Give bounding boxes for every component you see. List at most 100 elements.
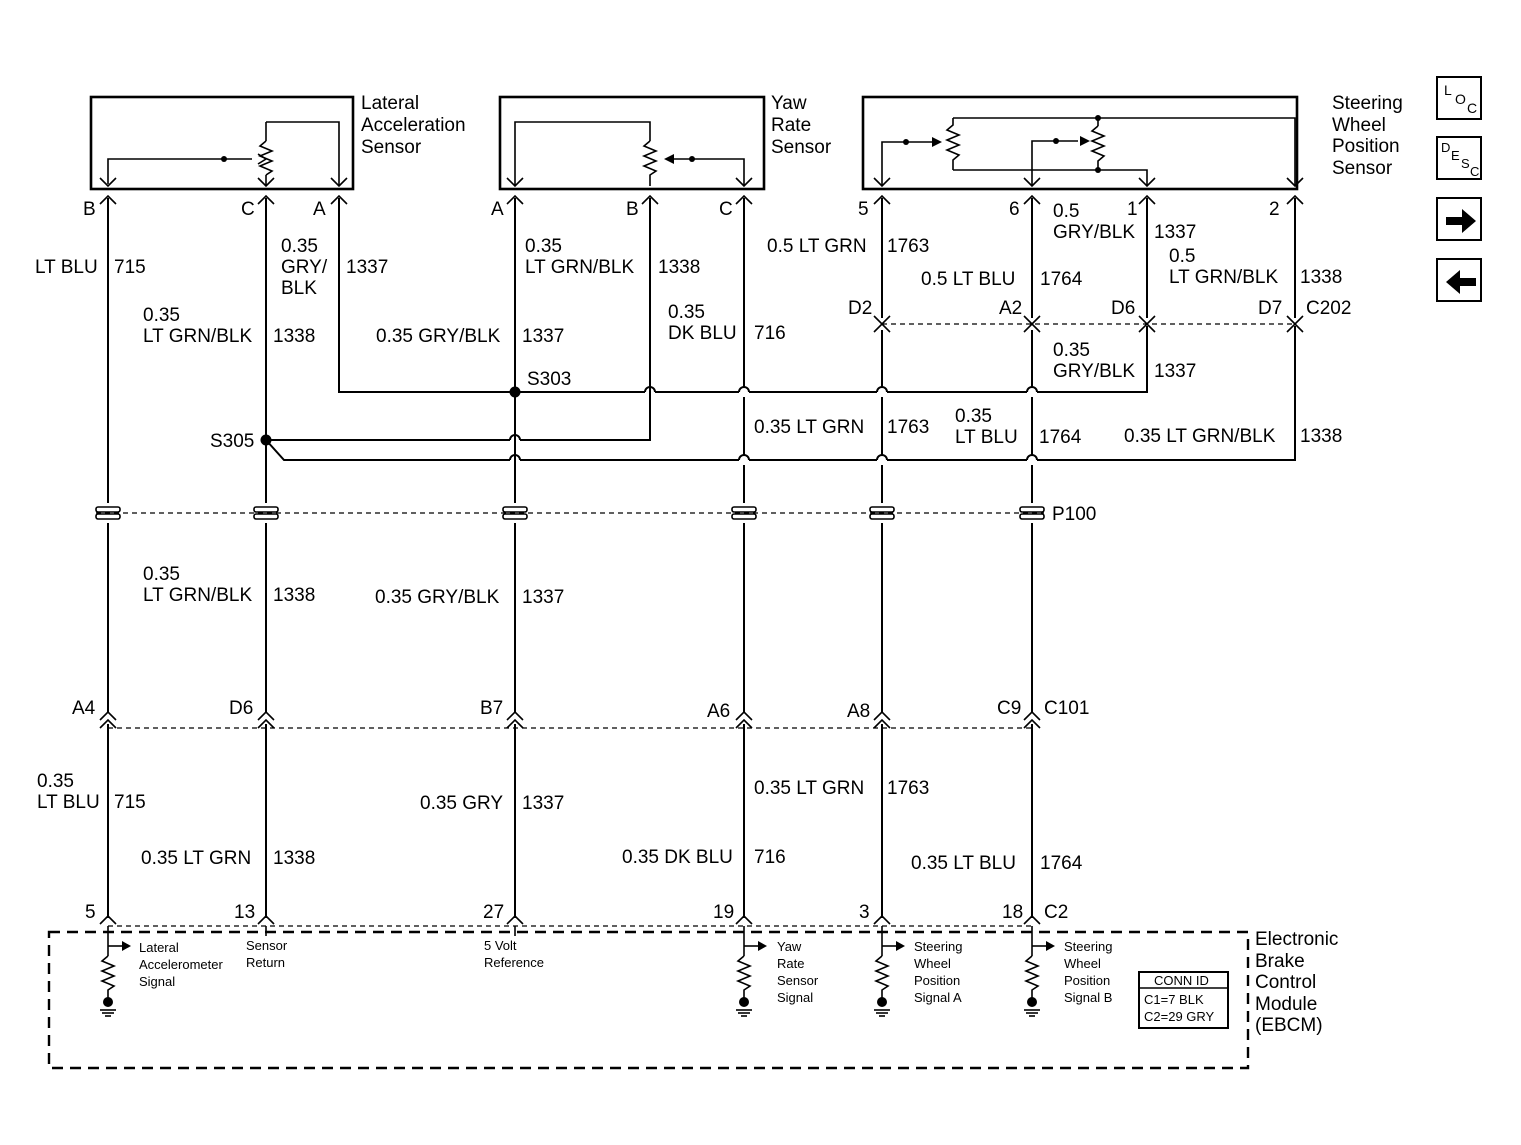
circuit-number-label: 1338 [273, 848, 315, 869]
connector-pin-label: 3 [859, 902, 870, 923]
junction-dot [221, 156, 227, 162]
wire-color-label: 0.35 LT GRN [141, 848, 251, 869]
connector-pin-label: D2 [848, 298, 872, 319]
connector-pin-label: D6 [1111, 298, 1135, 319]
connector-pin-label: A6 [707, 701, 730, 722]
wire-color-label: 0.5 LT BLU [921, 269, 1015, 290]
sensor-terminals [99, 194, 1304, 205]
wire-color-label: LT BLU [37, 792, 100, 813]
circuit-description: Accelerometer [139, 957, 223, 972]
conn-id-row: C2=29 GRY [1144, 1009, 1215, 1024]
conn-id-row: C1=7 BLK [1144, 992, 1204, 1007]
pin-label: A [491, 199, 504, 220]
svg-text:C: C [1467, 100, 1477, 116]
circuit-number-label: 1338 [1300, 267, 1342, 288]
wire-color-label: LT GRN/BLK [143, 326, 252, 347]
previous-button[interactable] [1436, 258, 1482, 302]
circuit-description: Signal [777, 990, 813, 1005]
svg-text:D: D [1441, 140, 1450, 155]
component-label: Position [1332, 136, 1400, 157]
wire-gauge-label: 0.35 [143, 564, 180, 585]
left-arrow-icon [1446, 270, 1476, 294]
connector-pin-label: 5 [85, 902, 96, 923]
connector-name: C101 [1044, 698, 1089, 719]
component-label: Rate [771, 115, 811, 136]
wire-labels-middle: 0.35 LT GRN/BLK 1338 0.35 GRY/BLK 1337 [143, 564, 564, 608]
circuit-number-label: 1337 [1154, 222, 1196, 243]
wires [107, 198, 1296, 918]
circuit-description: Steering [1064, 939, 1112, 954]
wire-gauge-label: 0.35 [37, 771, 74, 792]
wire-gauge-label: 0.5 [1169, 246, 1195, 267]
circuit-number-label: 1764 [1040, 269, 1083, 290]
wire-labels-lower: 0.35 LT BLU 715 0.35 LT GRN 1338 0.35 GR… [37, 771, 1083, 874]
connector-name: C2 [1044, 902, 1068, 923]
wire-color-label: GRY/BLK [1053, 222, 1135, 243]
wire-color-label: LT GRN/BLK [525, 257, 634, 278]
component-label: Sensor [1332, 158, 1393, 179]
wire-color-label: GRY/ [281, 257, 328, 278]
circuit-number-label: 1337 [1154, 361, 1196, 382]
connector-pin-label: D7 [1258, 298, 1282, 319]
pin-label: B [626, 199, 639, 220]
circuit-number-label: 1337 [522, 587, 564, 608]
pin-label: 6 [1009, 199, 1020, 220]
wire-gauge-label: 0.35 [955, 406, 992, 427]
circuit-description: Signal A [914, 990, 962, 1005]
circuit-description: Reference [484, 955, 544, 970]
wire-color-label: 0.5 LT GRN [767, 236, 867, 257]
svg-text:L: L [1444, 82, 1452, 98]
pin-label: C [719, 199, 733, 220]
circuit-description: Steering [914, 939, 962, 954]
circuit-description: Lateral [139, 940, 179, 955]
component-label: (EBCM) [1255, 1015, 1323, 1036]
description-button[interactable]: D E S C [1436, 136, 1482, 180]
circuit-description: Yaw [777, 939, 802, 954]
circuit-number-label: 1338 [273, 326, 315, 347]
svg-text:E: E [1451, 148, 1460, 163]
component-label: Sensor [361, 137, 422, 158]
lat-signal-circuit [99, 926, 131, 1017]
component-label: Module [1255, 994, 1317, 1015]
svg-text:S: S [1461, 156, 1470, 171]
component-label: Yaw [771, 93, 807, 114]
connector-pin-label: C9 [997, 698, 1021, 719]
connector-c2: 5 13 27 19 3 18 C2 [85, 902, 1068, 927]
splice-label: S305 [210, 431, 254, 452]
circuit-number-label: 1337 [522, 793, 564, 814]
wire-gauge-label: 0.5 [1053, 201, 1079, 222]
connector-pin-label: A4 [72, 698, 96, 719]
pin-label: 5 [858, 199, 869, 220]
connector-name: P100 [1052, 504, 1096, 525]
wire-labels-upper: LT BLU 715 0.35 LT GRN/BLK 1338 0.35 GRY… [35, 201, 1342, 448]
circuit-number-label: 1763 [887, 236, 929, 257]
wire-color-label: GRY/BLK [1053, 361, 1135, 382]
wire-gauge-label: 0.35 [143, 305, 180, 326]
wire-color-label: LT BLU [955, 427, 1018, 448]
circuit-number-label: 1337 [346, 257, 388, 278]
circuit-description: Wheel [1064, 956, 1101, 971]
circuit-description: Wheel [914, 956, 951, 971]
connector-pin-label: 13 [234, 902, 255, 923]
connector-pin-label: D6 [229, 698, 253, 719]
circuit-number-label: 1764 [1040, 853, 1083, 874]
next-button[interactable] [1436, 197, 1482, 241]
wire-color-label: BLK [281, 278, 317, 299]
circuit-number-label: 1338 [1300, 426, 1342, 447]
connector-pin-label: 18 [1002, 902, 1023, 923]
circuit-number-label: 1338 [658, 257, 700, 278]
connector-pin-label: A8 [847, 701, 870, 722]
wire-color-label: LT GRN/BLK [143, 585, 252, 606]
component-label: Electronic [1255, 929, 1338, 950]
circuit-description: Position [1064, 973, 1110, 988]
wire-gauge-label: 0.35 [1053, 340, 1090, 361]
wire-gauge-label: 0.35 [668, 302, 705, 323]
circuit-number-label: 1763 [887, 417, 929, 438]
sw-signal-b-circuit [1023, 926, 1055, 1017]
connector-pin-label: B7 [480, 698, 503, 719]
wire-color-label: DK BLU [668, 323, 737, 344]
circuit-number-label: 715 [114, 257, 146, 278]
location-button[interactable]: L O C [1436, 76, 1482, 120]
pin-label: 1 [1127, 199, 1138, 220]
